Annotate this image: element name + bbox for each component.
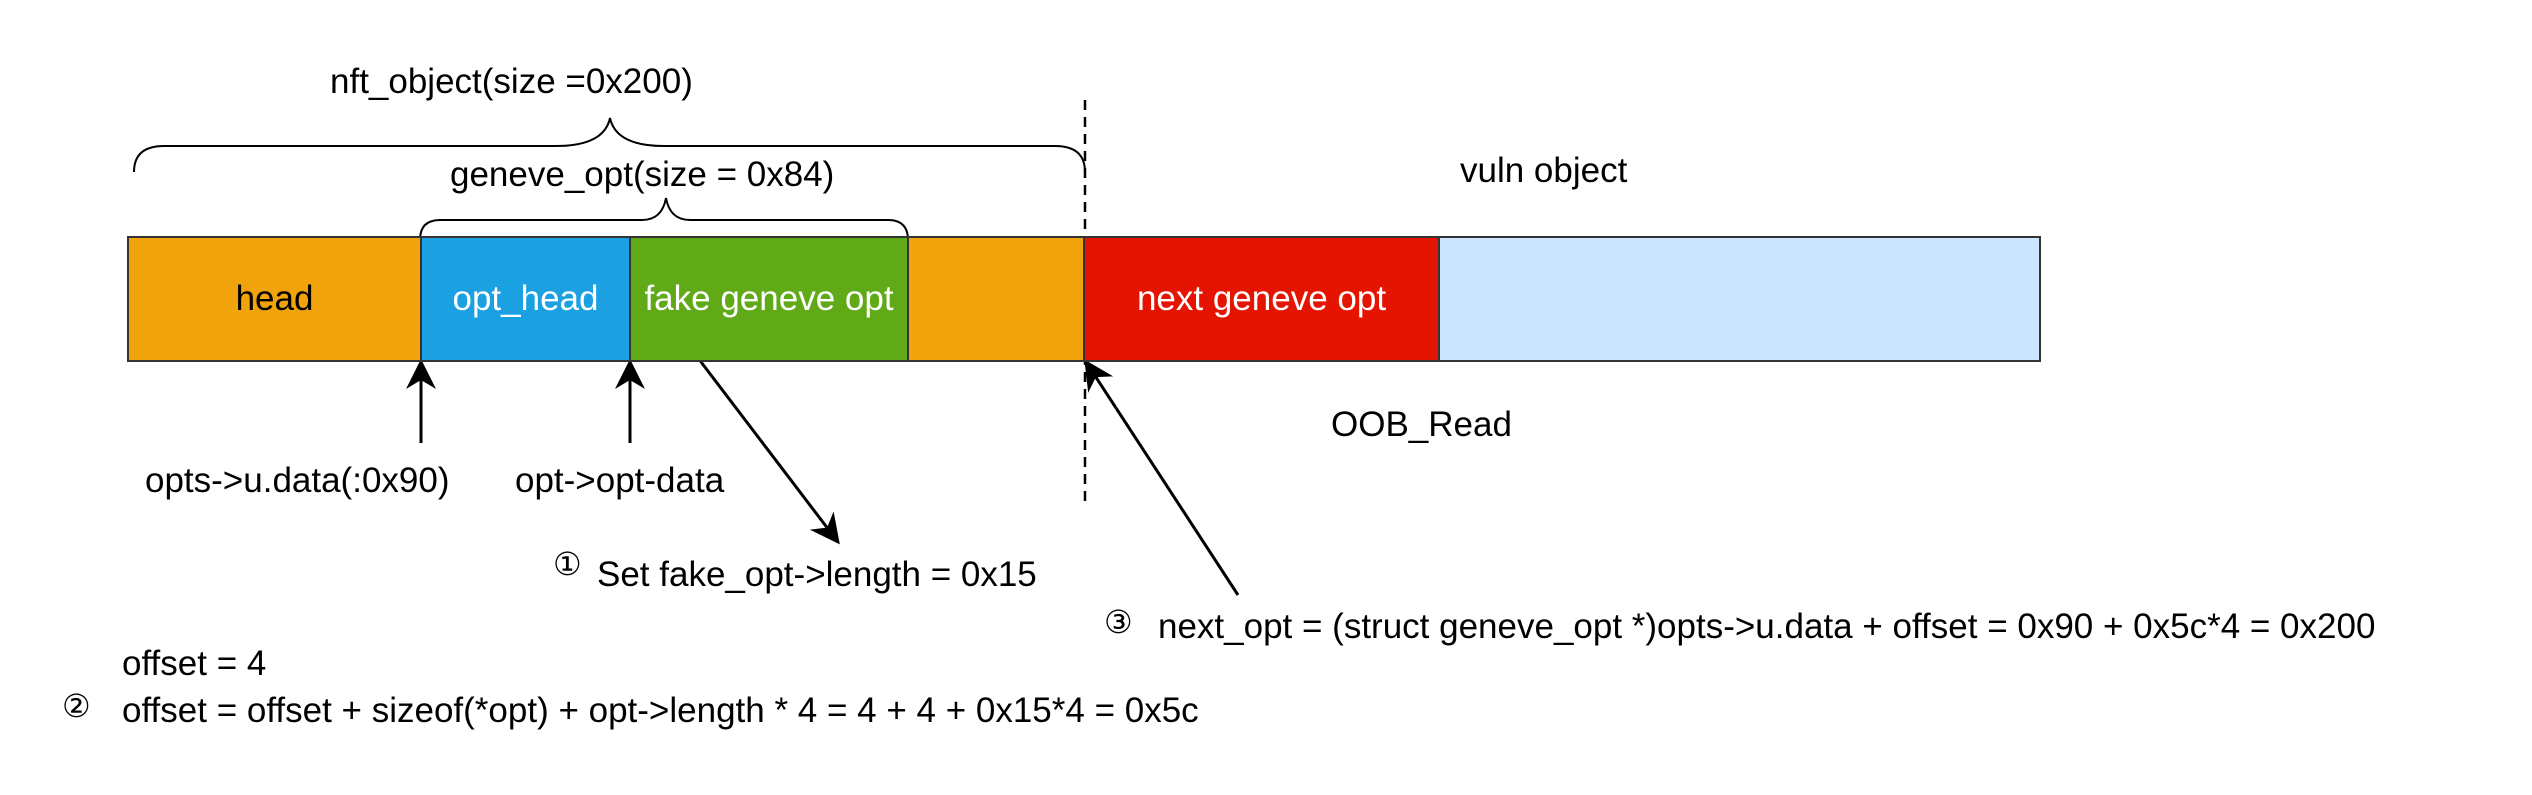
step2-line2: offset = offset + sizeof(*opt) + opt->le… xyxy=(122,691,1199,730)
nft-object-label: nft_object(size =0x200) xyxy=(330,62,693,101)
step2-marker: ② xyxy=(62,687,91,725)
vuln-object-segment xyxy=(1438,236,2041,362)
opt-data-label: opt->opt-data xyxy=(515,461,725,500)
step1-text: Set fake_opt->length = 0x15 xyxy=(597,555,1037,594)
step1-marker: ① xyxy=(553,545,582,583)
geneve-opt-brace xyxy=(419,197,909,241)
step3-marker: ③ xyxy=(1104,603,1133,641)
next-geneve-opt-segment-label: next geneve opt xyxy=(1136,279,1387,318)
fake-geneve-opt-segment: fake geneve opt xyxy=(629,236,909,362)
head-segment: head xyxy=(127,236,422,362)
opts-data-label: opts->u.data(:0x90) xyxy=(145,461,450,500)
next-geneve-opt-segment: next geneve opt xyxy=(1083,236,1440,362)
fake-geneve-opt-segment-label: fake geneve opt xyxy=(644,279,894,318)
head-segment-label: head xyxy=(235,279,314,318)
oob-read-label: OOB_Read xyxy=(1331,405,1512,444)
padding-segment xyxy=(907,236,1085,362)
vuln-object-label: vuln object xyxy=(1460,151,1628,190)
fake-opt-length-arrow xyxy=(696,357,840,545)
opt-head-segment: opt_head xyxy=(420,236,631,362)
opt-head-segment-label: opt_head xyxy=(452,279,599,318)
next-opt-arrow xyxy=(1084,359,1240,596)
step2-line1: offset = 4 xyxy=(122,644,267,683)
geneve-opt-label: geneve_opt(size = 0x84) xyxy=(450,155,835,194)
step3-text: next_opt = (struct geneve_opt *)opts->u.… xyxy=(1158,607,2376,646)
nft-object-brace xyxy=(133,117,1086,173)
